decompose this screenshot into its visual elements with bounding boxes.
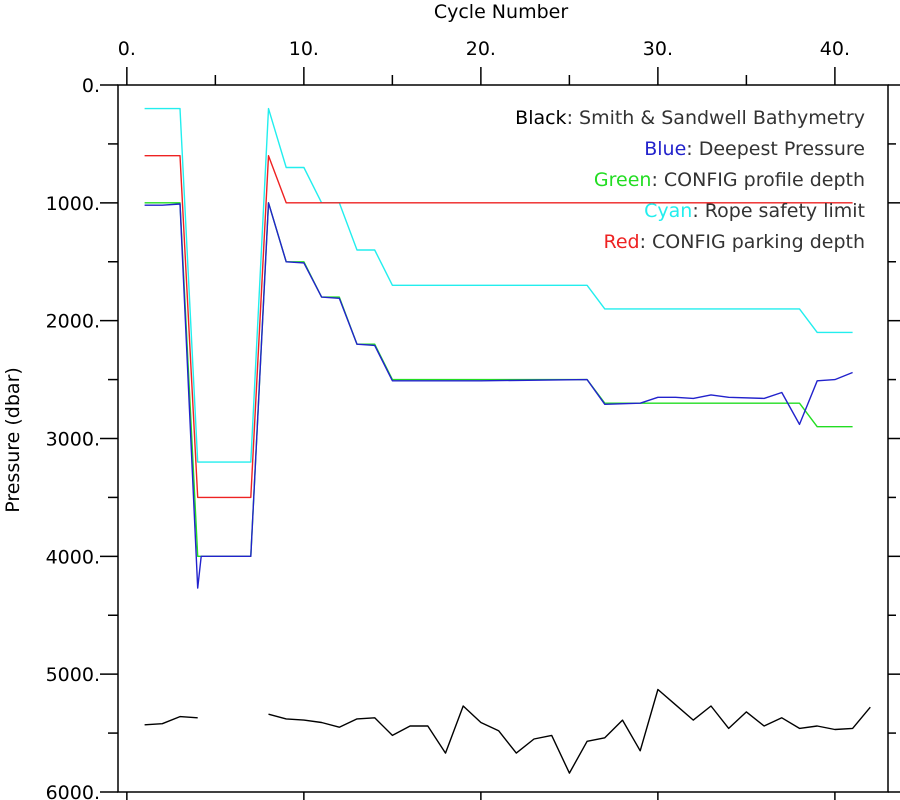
legend-entry: Blue: Deepest Pressure — [644, 138, 865, 160]
axis-ticks: 0. 10. 20. 30. 40. 0. 1000. 2000. 3000. 4000. 5000… — [46, 38, 900, 800]
legend: Black: Smith & Sandwell BathymetryBlue: … — [515, 107, 865, 253]
x-tick-label: 40. — [820, 38, 850, 60]
legend-color-word: Cyan — [644, 200, 692, 222]
y-tick-label: 6000. — [46, 782, 100, 800]
y-tick-label: 0. — [82, 75, 100, 97]
y-tick-label: 2000. — [46, 311, 100, 333]
y-tick-label: 4000. — [46, 546, 100, 568]
series-line-rope — [144, 107, 853, 463]
series-line-bathymetry — [268, 688, 871, 774]
x-tick-label: 0. — [118, 38, 136, 60]
y-axis-label: Pressure (dbar) — [2, 367, 24, 513]
legend-color-word: Red — [603, 231, 639, 253]
y-tick-label: 3000. — [46, 429, 100, 451]
legend-description: : CONFIG profile depth — [651, 169, 865, 191]
y-tick-label: 5000. — [46, 664, 100, 686]
plot-border — [117, 84, 889, 793]
legend-entry: Red: CONFIG parking depth — [603, 231, 865, 253]
series-layer — [144, 107, 871, 774]
plot-frame — [117, 84, 889, 793]
x-axis-label: Cycle Number — [434, 1, 568, 23]
x-tick-label: 30. — [643, 38, 673, 60]
y-tick-label: 1000. — [46, 193, 100, 215]
x-tick-label: 20. — [466, 38, 496, 60]
series-line-profile — [144, 202, 853, 557]
x-tick-label: 10. — [289, 38, 319, 60]
legend-color-word: Green — [594, 169, 652, 191]
series-line-deepest — [144, 202, 853, 589]
series-line-parking — [144, 154, 853, 499]
legend-description: : Rope safety limit — [692, 200, 865, 222]
series-line-bathymetry — [144, 715, 198, 726]
legend-description: : Deepest Pressure — [686, 138, 865, 160]
legend-description: : Smith & Sandwell Bathymetry — [567, 107, 865, 129]
legend-entry: Cyan: Rope safety limit — [644, 200, 865, 222]
legend-entry: Black: Smith & Sandwell Bathymetry — [515, 107, 865, 129]
legend-color-word: Blue — [644, 138, 686, 160]
legend-entry: Green: CONFIG profile depth — [594, 169, 865, 191]
legend-description: : CONFIG parking depth — [640, 231, 865, 253]
legend-color-word: Black — [515, 107, 566, 129]
